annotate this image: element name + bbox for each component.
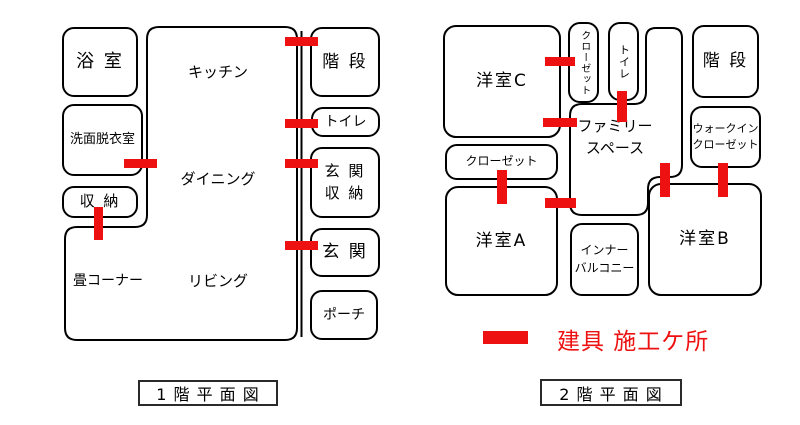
room-porch-label: ポーチ: [323, 306, 365, 323]
room-toilet-2f: トイレ: [608, 22, 639, 101]
fitting-marker-closet-top-2f: [545, 57, 575, 66]
room-stairs-1f: 階 段: [310, 27, 380, 97]
fitting-marker-western-b-right: [718, 163, 728, 197]
room-closet-top-2f-label: クローゼット: [578, 29, 590, 96]
room-closet-left-2f-label: クローゼット: [465, 154, 538, 169]
room-bath: 浴 室: [62, 27, 138, 97]
room-walk-in-closet: ウォークイン クローゼット: [690, 106, 761, 168]
legend-label: 建具 施工ケ所: [557, 329, 710, 355]
fitting-marker-entry-storage: [285, 159, 318, 168]
room-entry-storage-label: 玄 関 収 納: [324, 161, 366, 202]
room-western-a: 洋室A: [445, 186, 558, 296]
fitting-marker-washroom: [124, 159, 157, 168]
room-stairs-2f: 階 段: [692, 25, 759, 98]
room-stairs-1f-label: 階 段: [322, 51, 368, 72]
label-tatami-corner: 畳コーナー: [73, 272, 143, 289]
room-entrance-label: 玄 関: [322, 242, 368, 263]
room-walk-in-closet-label: ウォークイン クローゼット: [692, 122, 759, 151]
floor2-family-space-outline: [569, 27, 683, 216]
room-inner-balcony-label: インナー バルコニー: [574, 243, 635, 275]
label-kitchen: キッチン: [187, 62, 248, 81]
caption-floor2: 2 階 平 面 図: [540, 379, 682, 406]
room-western-a-label: 洋室A: [475, 230, 528, 251]
fitting-marker-storage-1f: [94, 207, 103, 240]
fitting-marker-western-a: [545, 198, 576, 208]
room-washroom-label: 洗面脱衣室: [69, 131, 135, 147]
fitting-marker-western-b-left: [660, 163, 670, 197]
room-western-c-label: 洋室C: [476, 71, 528, 92]
room-western-c: 洋室C: [443, 25, 561, 138]
room-porch: ポーチ: [310, 290, 378, 340]
fitting-marker-stairs-1f: [285, 37, 318, 46]
room-inner-balcony: インナー バルコニー: [570, 223, 639, 296]
room-western-b: 洋室B: [648, 183, 762, 296]
room-entry-storage: 玄 関 収 納: [310, 147, 380, 218]
fitting-marker-western-c: [543, 118, 577, 127]
room-storage-1f-label: 収 納: [79, 192, 121, 211]
room-western-b-label: 洋室B: [679, 229, 731, 250]
fitting-marker-closet-left-2f: [497, 170, 507, 204]
fitting-marker-toilet-2f: [617, 91, 627, 122]
legend-marker-sample: [483, 331, 528, 344]
room-toilet-1f: トイレ: [311, 107, 380, 137]
room-bath-label: 浴 室: [76, 50, 124, 72]
caption-floor1: 1 階 平 面 図: [138, 380, 278, 406]
room-toilet-1f-label: トイレ: [324, 113, 367, 130]
label-dining: ダイニング: [180, 169, 256, 188]
room-toilet-2f-label: トイレ: [617, 43, 631, 80]
room-stairs-2f-label: 階 段: [702, 51, 749, 72]
label-living: リビング: [187, 271, 248, 290]
fitting-marker-toilet-1f: [285, 119, 318, 128]
room-entrance: 玄 関: [310, 228, 380, 277]
label-family-space: ファミリー スペース: [577, 116, 653, 158]
fitting-marker-entrance: [285, 241, 318, 250]
